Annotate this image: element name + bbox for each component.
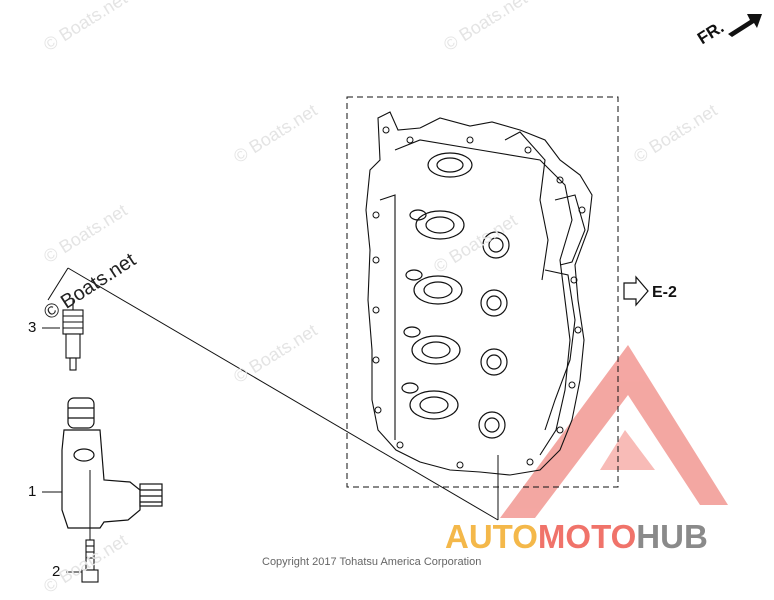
logo-part-moto: MOTO: [537, 518, 637, 555]
spark-plug-bores: [478, 231, 510, 439]
callout-1: 1: [28, 483, 37, 500]
spark-plug: [62, 300, 84, 371]
copyright-text: Copyright 2017 Tohatsu America Corporati…: [262, 556, 482, 568]
cylinder-head: [365, 111, 593, 476]
logo-part-hub: HUB: [636, 518, 708, 555]
automotohub-logo: AUTOMOTOHUB: [445, 518, 708, 556]
leader-lines: [42, 267, 499, 573]
callout-2: 2: [52, 563, 61, 580]
front-arrow-icon: [728, 14, 762, 37]
bolt-holes: [372, 126, 586, 469]
reference-label: E-2: [652, 284, 677, 301]
cylinder-head-frame: [346, 96, 619, 488]
logo-triangle: [500, 345, 728, 518]
logo-part-auto: AUTO: [445, 518, 538, 555]
intake-ports: [401, 152, 473, 420]
reference-arrow-icon: [623, 275, 649, 307]
bolt: [81, 470, 99, 583]
callout-3: 3: [28, 319, 37, 336]
ignition-coil: [61, 397, 163, 529]
